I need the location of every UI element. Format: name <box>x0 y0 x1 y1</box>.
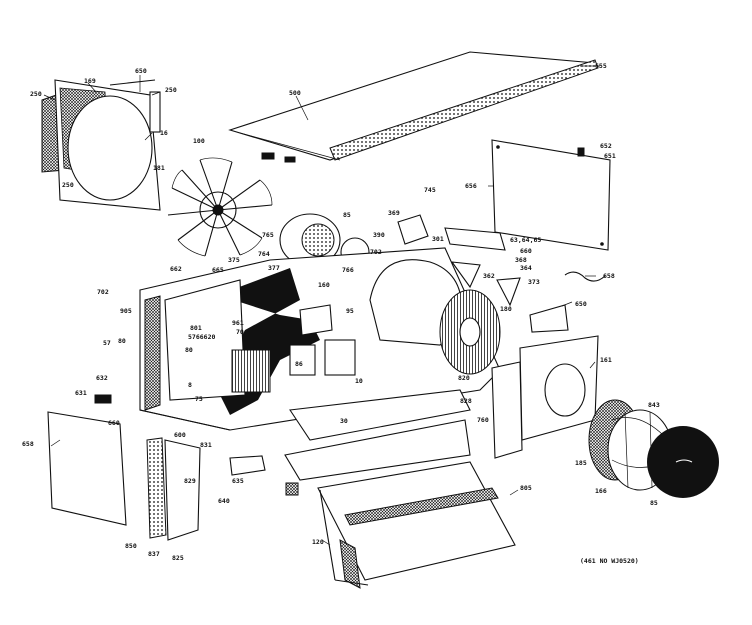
callout-160: 160 <box>318 281 330 289</box>
callout-161: 161 <box>600 356 612 364</box>
callout-905: 905 <box>120 307 132 315</box>
callout-368: 368 <box>515 256 527 264</box>
callout-500: 500 <box>289 89 301 97</box>
callout-829: 829 <box>184 477 196 485</box>
callout-850: 850 <box>125 542 137 550</box>
fan-grille-assembly <box>588 399 719 498</box>
leader-lines <box>43 65 600 546</box>
top-cover-panel <box>228 51 599 163</box>
callout-185: 185 <box>575 459 587 467</box>
callout-658-b: 658 <box>22 440 34 448</box>
callout-600: 600 <box>174 431 186 439</box>
callout-63-64-65: 63,64,65 <box>510 236 541 244</box>
callout-85-b: 85 <box>650 499 658 507</box>
right-outer-panel <box>491 335 599 459</box>
callout-702-a: 702 <box>370 248 382 256</box>
callout-80-b: 80 <box>185 346 193 354</box>
callout-660-a: 660 <box>520 247 532 255</box>
callout-632: 632 <box>96 374 108 382</box>
callout-843: 843 <box>648 401 660 409</box>
callout-166: 166 <box>595 487 607 495</box>
front-grille-panel <box>317 461 516 589</box>
callout-80-a: 80 <box>118 337 126 345</box>
callout-760: 760 <box>477 416 489 424</box>
callout-766: 766 <box>342 266 354 274</box>
control-components <box>231 304 356 393</box>
front-left-panel <box>47 394 266 541</box>
callout-765: 765 <box>262 231 274 239</box>
callout-831: 831 <box>200 441 212 449</box>
callout-86: 86 <box>295 360 303 368</box>
callout-375: 375 <box>228 256 240 264</box>
callout-660-b: 660 <box>108 419 120 427</box>
drawing-reference: (461 NO WJ0520) <box>580 557 639 565</box>
callout-656: 656 <box>465 182 477 190</box>
callout-95: 95 <box>346 307 354 315</box>
callout-181: 181 <box>153 164 165 172</box>
callout-805: 805 <box>520 484 532 492</box>
callout-825: 825 <box>172 554 184 562</box>
callout-10: 10 <box>355 377 363 385</box>
callout-652: 652 <box>600 142 612 150</box>
callout-631: 631 <box>75 389 87 397</box>
callout-658-a: 658 <box>603 272 615 280</box>
callout-180: 180 <box>500 305 512 313</box>
callout-820: 820 <box>458 374 470 382</box>
mounting-brackets <box>397 214 606 333</box>
callout-650-a: 650 <box>135 67 147 75</box>
callout-635: 635 <box>232 477 244 485</box>
callout-8: 8 <box>188 381 192 389</box>
callout-250-c: 250 <box>62 181 74 189</box>
callout-labels: 250 169 650 250 16 181 100 250 500 655 6… <box>22 62 660 562</box>
callout-665: 665 <box>212 266 224 274</box>
callout-764: 764 <box>258 250 270 258</box>
callout-75: 75 <box>195 395 203 403</box>
callout-801: 801 <box>190 324 202 332</box>
callout-369: 369 <box>388 209 400 217</box>
fan-blade <box>167 157 273 257</box>
callout-364: 364 <box>520 264 532 272</box>
right-side-plate <box>491 139 611 251</box>
callout-650-b: 650 <box>575 300 587 308</box>
callout-100: 100 <box>193 137 205 145</box>
callout-961: 961 <box>232 319 244 327</box>
callout-70: 70 <box>236 328 244 336</box>
callout-640: 640 <box>218 497 230 505</box>
callout-662: 662 <box>170 265 182 273</box>
callout-57: 57 <box>103 339 111 347</box>
callout-828: 828 <box>460 397 472 405</box>
callout-377: 377 <box>268 264 280 272</box>
callout-651: 651 <box>604 152 616 160</box>
callout-30: 30 <box>340 417 348 425</box>
callout-837: 837 <box>148 550 160 558</box>
callout-120: 120 <box>312 538 324 546</box>
callout-85-a: 85 <box>343 211 351 219</box>
callout-169: 169 <box>84 77 96 85</box>
callout-362: 362 <box>483 272 495 280</box>
callout-373: 373 <box>528 278 540 286</box>
upper-left-grille-frame <box>41 79 161 211</box>
callout-5766620: 5766620 <box>188 333 215 341</box>
blower-housing <box>369 259 501 375</box>
callout-250-a: 250 <box>30 90 42 98</box>
callout-702-b: 702 <box>97 288 109 296</box>
electrical-tray <box>284 389 471 496</box>
callout-301: 301 <box>432 235 444 243</box>
callout-16: 16 <box>160 129 168 137</box>
callout-745: 745 <box>424 186 436 194</box>
callout-250-b: 250 <box>165 86 177 94</box>
callout-390: 390 <box>373 231 385 239</box>
callout-655: 655 <box>595 62 607 70</box>
